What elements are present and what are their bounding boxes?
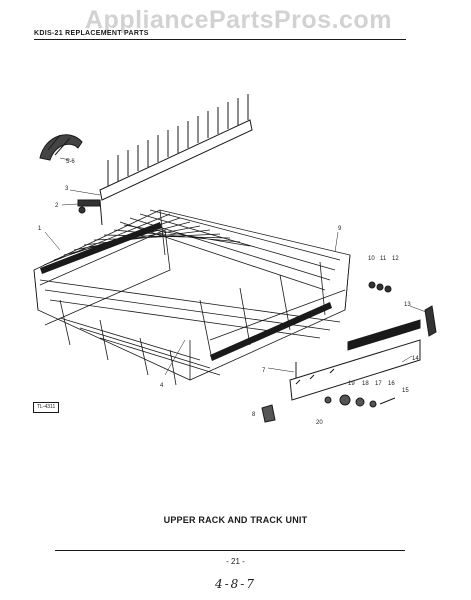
diagram-ref-code: TL-4311 xyxy=(33,402,60,413)
page-number: - 21 - xyxy=(226,557,245,566)
track-hardware xyxy=(261,362,396,423)
callout-4: 4 xyxy=(160,383,164,389)
diagram-title: UPPER RACK AND TRACK UNIT xyxy=(163,515,308,525)
callout-1: 1 xyxy=(38,226,42,232)
callout-8: 8 xyxy=(252,412,256,418)
callout-12: 12 xyxy=(392,256,399,262)
tine-rack-part xyxy=(99,94,253,226)
track-rail xyxy=(289,319,421,401)
footer-rule xyxy=(55,550,405,551)
callout-15: 15 xyxy=(402,388,409,394)
side-fittings xyxy=(368,281,437,337)
callout-labels: 1 2 3 4 5-6 7 8 9 10 11 12 13 14 15 16 1… xyxy=(38,159,419,426)
header-rule xyxy=(34,39,406,40)
callout-10: 10 xyxy=(368,256,375,262)
track-clip-part xyxy=(39,134,83,161)
watermark: AppliancePartsPros.com xyxy=(85,6,392,34)
header-reference: KDIS-21 REPLACEMENT PARTS xyxy=(34,30,149,37)
callout-17: 17 xyxy=(375,381,382,387)
upper-rack-basket xyxy=(33,209,351,386)
callout-18: 18 xyxy=(362,381,369,387)
leader-lines xyxy=(44,157,427,376)
callout-5-6: 5-6 xyxy=(66,159,75,165)
rack-rail-bars xyxy=(40,222,332,361)
callout-2: 2 xyxy=(55,203,59,209)
handwritten-note: 4-8-7 xyxy=(214,577,256,591)
callout-14: 14 xyxy=(412,356,419,362)
callout-7: 7 xyxy=(262,368,266,374)
connector-part xyxy=(77,199,101,214)
callout-13: 13 xyxy=(404,302,411,308)
callout-11: 11 xyxy=(380,256,387,262)
callout-3: 3 xyxy=(65,186,69,192)
callout-16: 16 xyxy=(388,381,395,387)
callout-9: 9 xyxy=(338,226,342,232)
callout-20: 20 xyxy=(316,420,323,426)
callout-19: 19 xyxy=(348,381,355,387)
